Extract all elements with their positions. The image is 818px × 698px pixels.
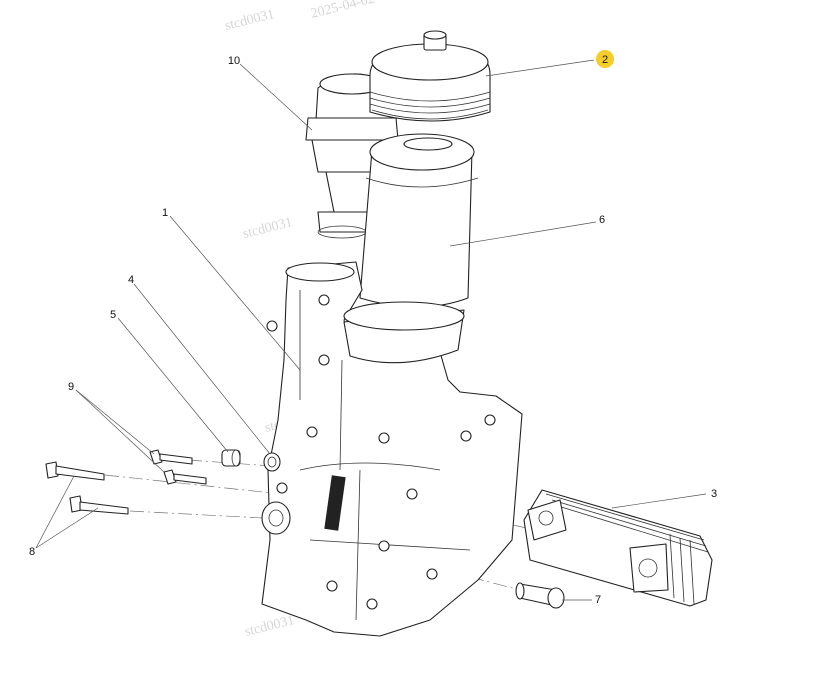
callout-8[interactable]: 8 [29, 546, 35, 558]
part-5-plug [221, 449, 241, 467]
callout-label: 2 [602, 54, 608, 66]
watermark-text: stcd0031 [223, 7, 276, 34]
part-2-filter-cap [369, 30, 491, 122]
callout-5[interactable]: 5 [110, 309, 116, 321]
part-7-sleeve [515, 582, 565, 609]
callout-1[interactable]: 1 [162, 207, 168, 219]
part-4-seal-ring [263, 452, 281, 472]
callout-9[interactable]: 9 [68, 381, 74, 393]
watermark-text: stcd0031 [243, 613, 296, 640]
watermark-text: 2025-04-02 [309, 0, 376, 22]
callout-2[interactable]: 2 [596, 50, 614, 68]
callout-3[interactable]: 3 [711, 488, 717, 500]
leader-lines [35, 59, 707, 601]
part-3-oil-cooler [523, 489, 713, 607]
part-1-housing [261, 261, 523, 637]
watermark-text: stcd0031 [241, 215, 294, 242]
callout-7[interactable]: 7 [595, 594, 601, 606]
callout-6[interactable]: 6 [599, 214, 605, 226]
callout-4[interactable]: 4 [128, 274, 134, 286]
part-8-bolts [45, 461, 129, 515]
part-6-filter-element [359, 133, 479, 308]
callout-10[interactable]: 10 [228, 55, 240, 67]
part-9-bolts [149, 449, 207, 485]
callout-highlight [596, 50, 614, 68]
